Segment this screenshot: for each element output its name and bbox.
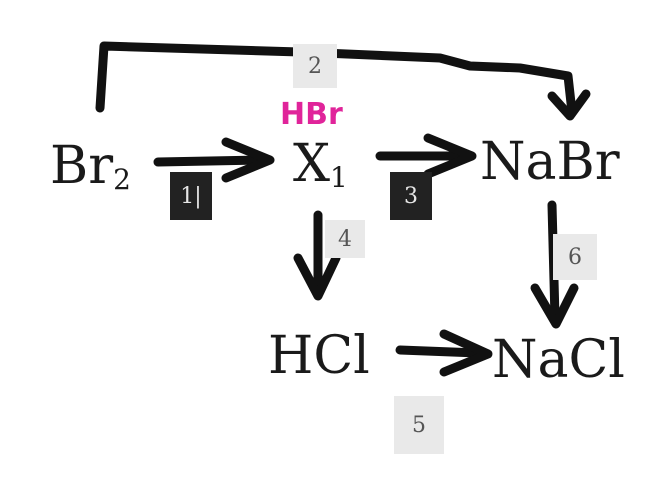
- arrow-5-path: [395, 345, 483, 358]
- arrow-2-head: [547, 89, 591, 121]
- node-hcl: HCl: [268, 326, 370, 386]
- node-br2-subscript: 2: [113, 163, 131, 196]
- node-br2-symbol: Br: [50, 136, 114, 196]
- arrow-2-path: [95, 41, 577, 117]
- arrow-6-head: [530, 283, 579, 329]
- arrow-3-head: [423, 133, 477, 179]
- node-br2: Br2: [50, 140, 131, 194]
- arrow-1-path: [153, 155, 265, 167]
- node-x1-subscript: 1: [330, 161, 348, 194]
- arrow-5-head: [439, 329, 493, 377]
- node-nabr: NaBr: [480, 132, 620, 192]
- node-x1-symbol: X: [293, 134, 331, 194]
- arrow-1-head: [221, 137, 275, 183]
- arrow-4-head: [293, 253, 341, 301]
- step-5-label: 5: [394, 396, 444, 454]
- node-x1: X1: [293, 138, 348, 192]
- step-2-label: 2: [293, 44, 337, 88]
- step-4-label: 4: [325, 220, 365, 258]
- step-3-label: 3: [390, 172, 432, 220]
- x1-identity-annotation: HBr: [280, 97, 343, 132]
- step-1-label: 1|: [170, 172, 212, 220]
- node-nacl: NaCl: [492, 330, 625, 390]
- step-6-label: 6: [553, 234, 597, 280]
